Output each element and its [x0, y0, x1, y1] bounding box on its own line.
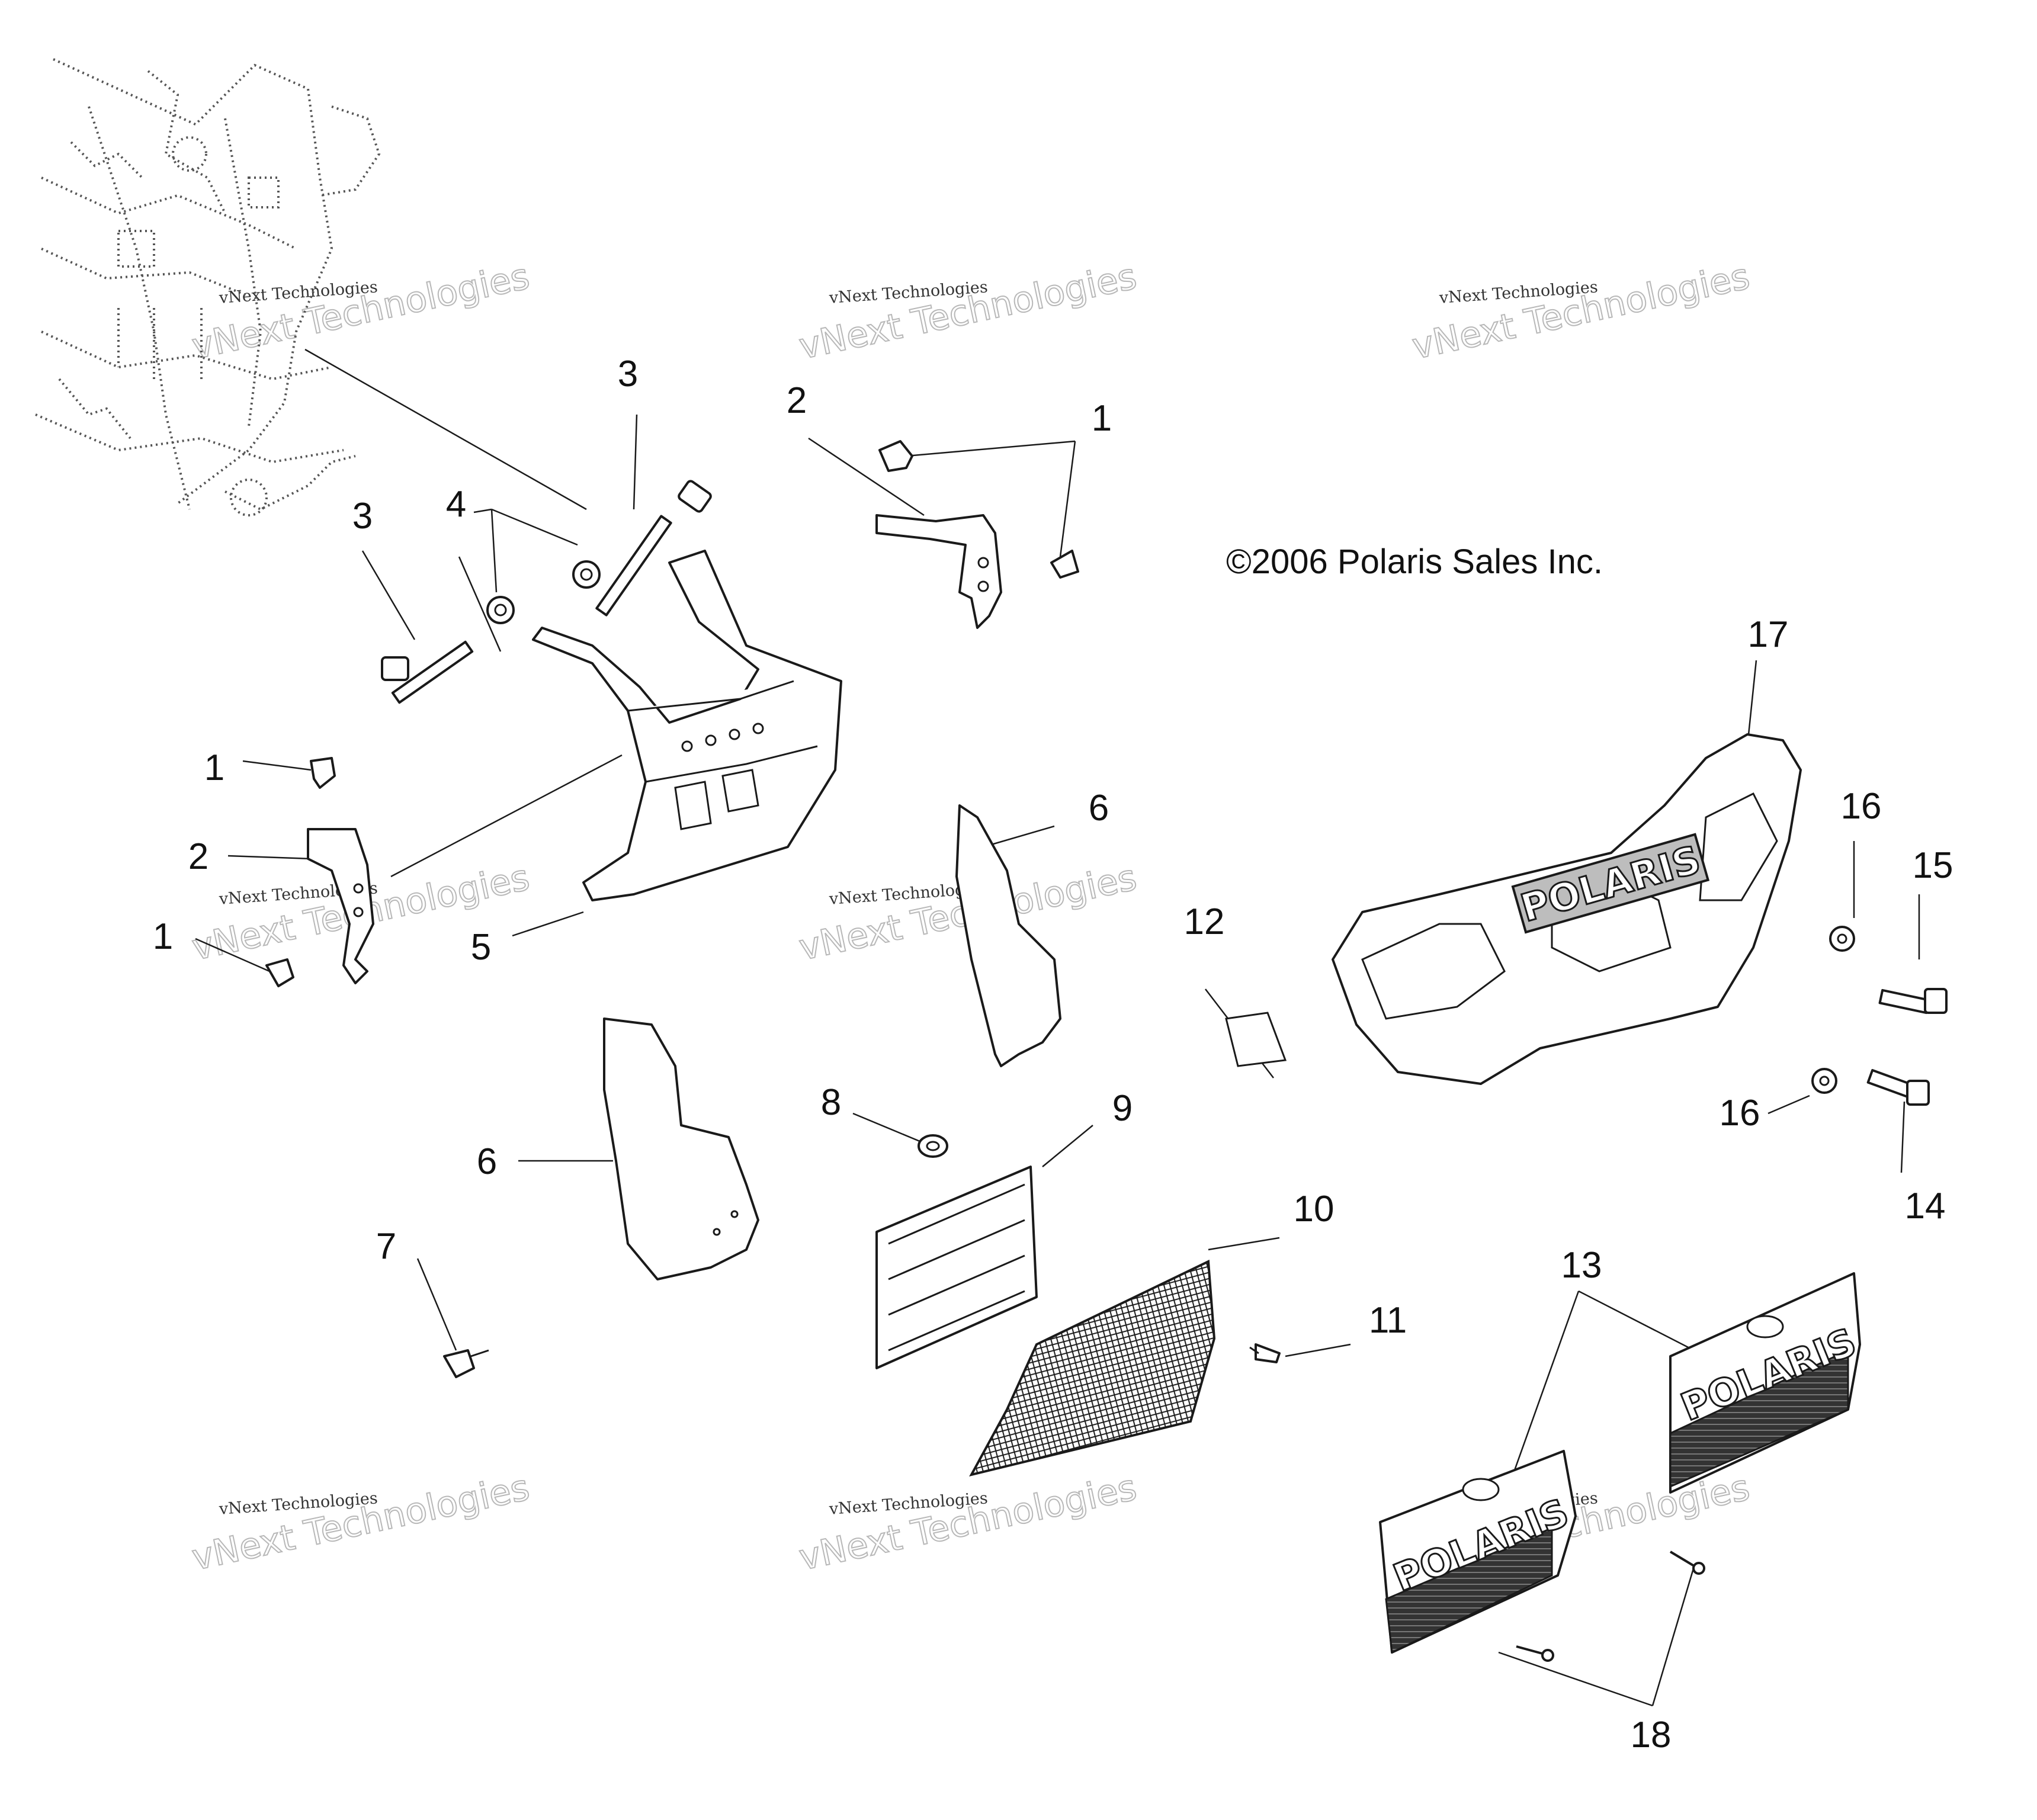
bolt-upper — [595, 480, 712, 617]
nut-upper — [572, 560, 601, 589]
callout-3: 3 — [352, 496, 373, 537]
callout-12: 12 — [1184, 901, 1225, 942]
leader-lines — [195, 348, 1920, 1707]
callout-6: 6 — [477, 1141, 497, 1182]
nut-lower — [486, 596, 515, 624]
callout-2: 2 — [787, 380, 807, 421]
watermark-big: vNext Technologies — [1409, 256, 1753, 368]
callout-14: 14 — [1905, 1186, 1946, 1227]
callout-4: 4 — [446, 484, 466, 525]
callout-16: 16 — [1720, 1093, 1760, 1134]
bracket-lower — [307, 828, 374, 984]
push-rivet — [310, 757, 336, 789]
watermark-big: vNext Technologies — [795, 256, 1140, 368]
callout-9: 9 — [1112, 1088, 1133, 1129]
callout-labels: 1 2 3 3 4 1 2 1 5 6 6 7 8 9 10 11 12 13 … — [153, 354, 1953, 1755]
push-rivet — [1050, 550, 1079, 579]
grommet — [918, 1134, 948, 1158]
callout-11: 11 — [1369, 1300, 1407, 1341]
front-bumper-cover: POLARIS — [1332, 733, 1802, 1085]
push-rivet — [878, 440, 913, 472]
screw-fastener — [443, 1349, 489, 1378]
vehicle-frame-reference — [35, 58, 381, 516]
watermark-big: vNext Technologies — [188, 1467, 533, 1579]
callout-2: 2 — [188, 836, 208, 877]
decal — [1225, 1012, 1287, 1067]
washer-lower — [1811, 1068, 1837, 1094]
callout-6: 6 — [1089, 788, 1109, 829]
callout-5: 5 — [471, 927, 491, 968]
callout-16: 16 — [1841, 786, 1882, 827]
screw-18-lower — [1516, 1645, 1554, 1662]
bracket-upper — [875, 514, 1002, 629]
watermark-big: vNext Technologies — [188, 256, 533, 368]
callout-13: 13 — [1561, 1245, 1602, 1286]
plate-cover-lower: POLARIS — [1379, 1450, 1577, 1654]
callout-3: 3 — [618, 354, 638, 394]
washer-upper — [1829, 926, 1855, 952]
callout-7: 7 — [376, 1226, 396, 1267]
callout-18: 18 — [1631, 1715, 1672, 1755]
callout-1: 1 — [153, 916, 173, 957]
screw — [1249, 1343, 1281, 1363]
side-panel-upper — [955, 804, 1061, 1067]
screw-18-upper — [1669, 1551, 1705, 1575]
callout-17: 17 — [1748, 614, 1789, 655]
watermark-big: vNext Technologies — [795, 1467, 1140, 1579]
callout-15: 15 — [1913, 845, 1953, 886]
copyright-notice: ©2006 Polaris Sales Inc. — [1226, 543, 1603, 581]
plate-cover-upper: POLARIS — [1669, 1272, 1863, 1494]
callout-1: 1 — [204, 747, 224, 788]
bumper-support-frame — [532, 550, 842, 901]
callout-1: 1 — [1092, 398, 1112, 439]
push-rivet — [265, 958, 294, 987]
grille-frame — [875, 1166, 1038, 1369]
side-panel-lower — [603, 1017, 759, 1280]
mesh-screen — [969, 1259, 1216, 1477]
bolt-14 — [1866, 1068, 1930, 1106]
callout-10: 10 — [1294, 1189, 1335, 1230]
callout-8: 8 — [821, 1082, 841, 1123]
bolt-lower — [381, 640, 474, 704]
bolt-15 — [1878, 988, 1948, 1015]
